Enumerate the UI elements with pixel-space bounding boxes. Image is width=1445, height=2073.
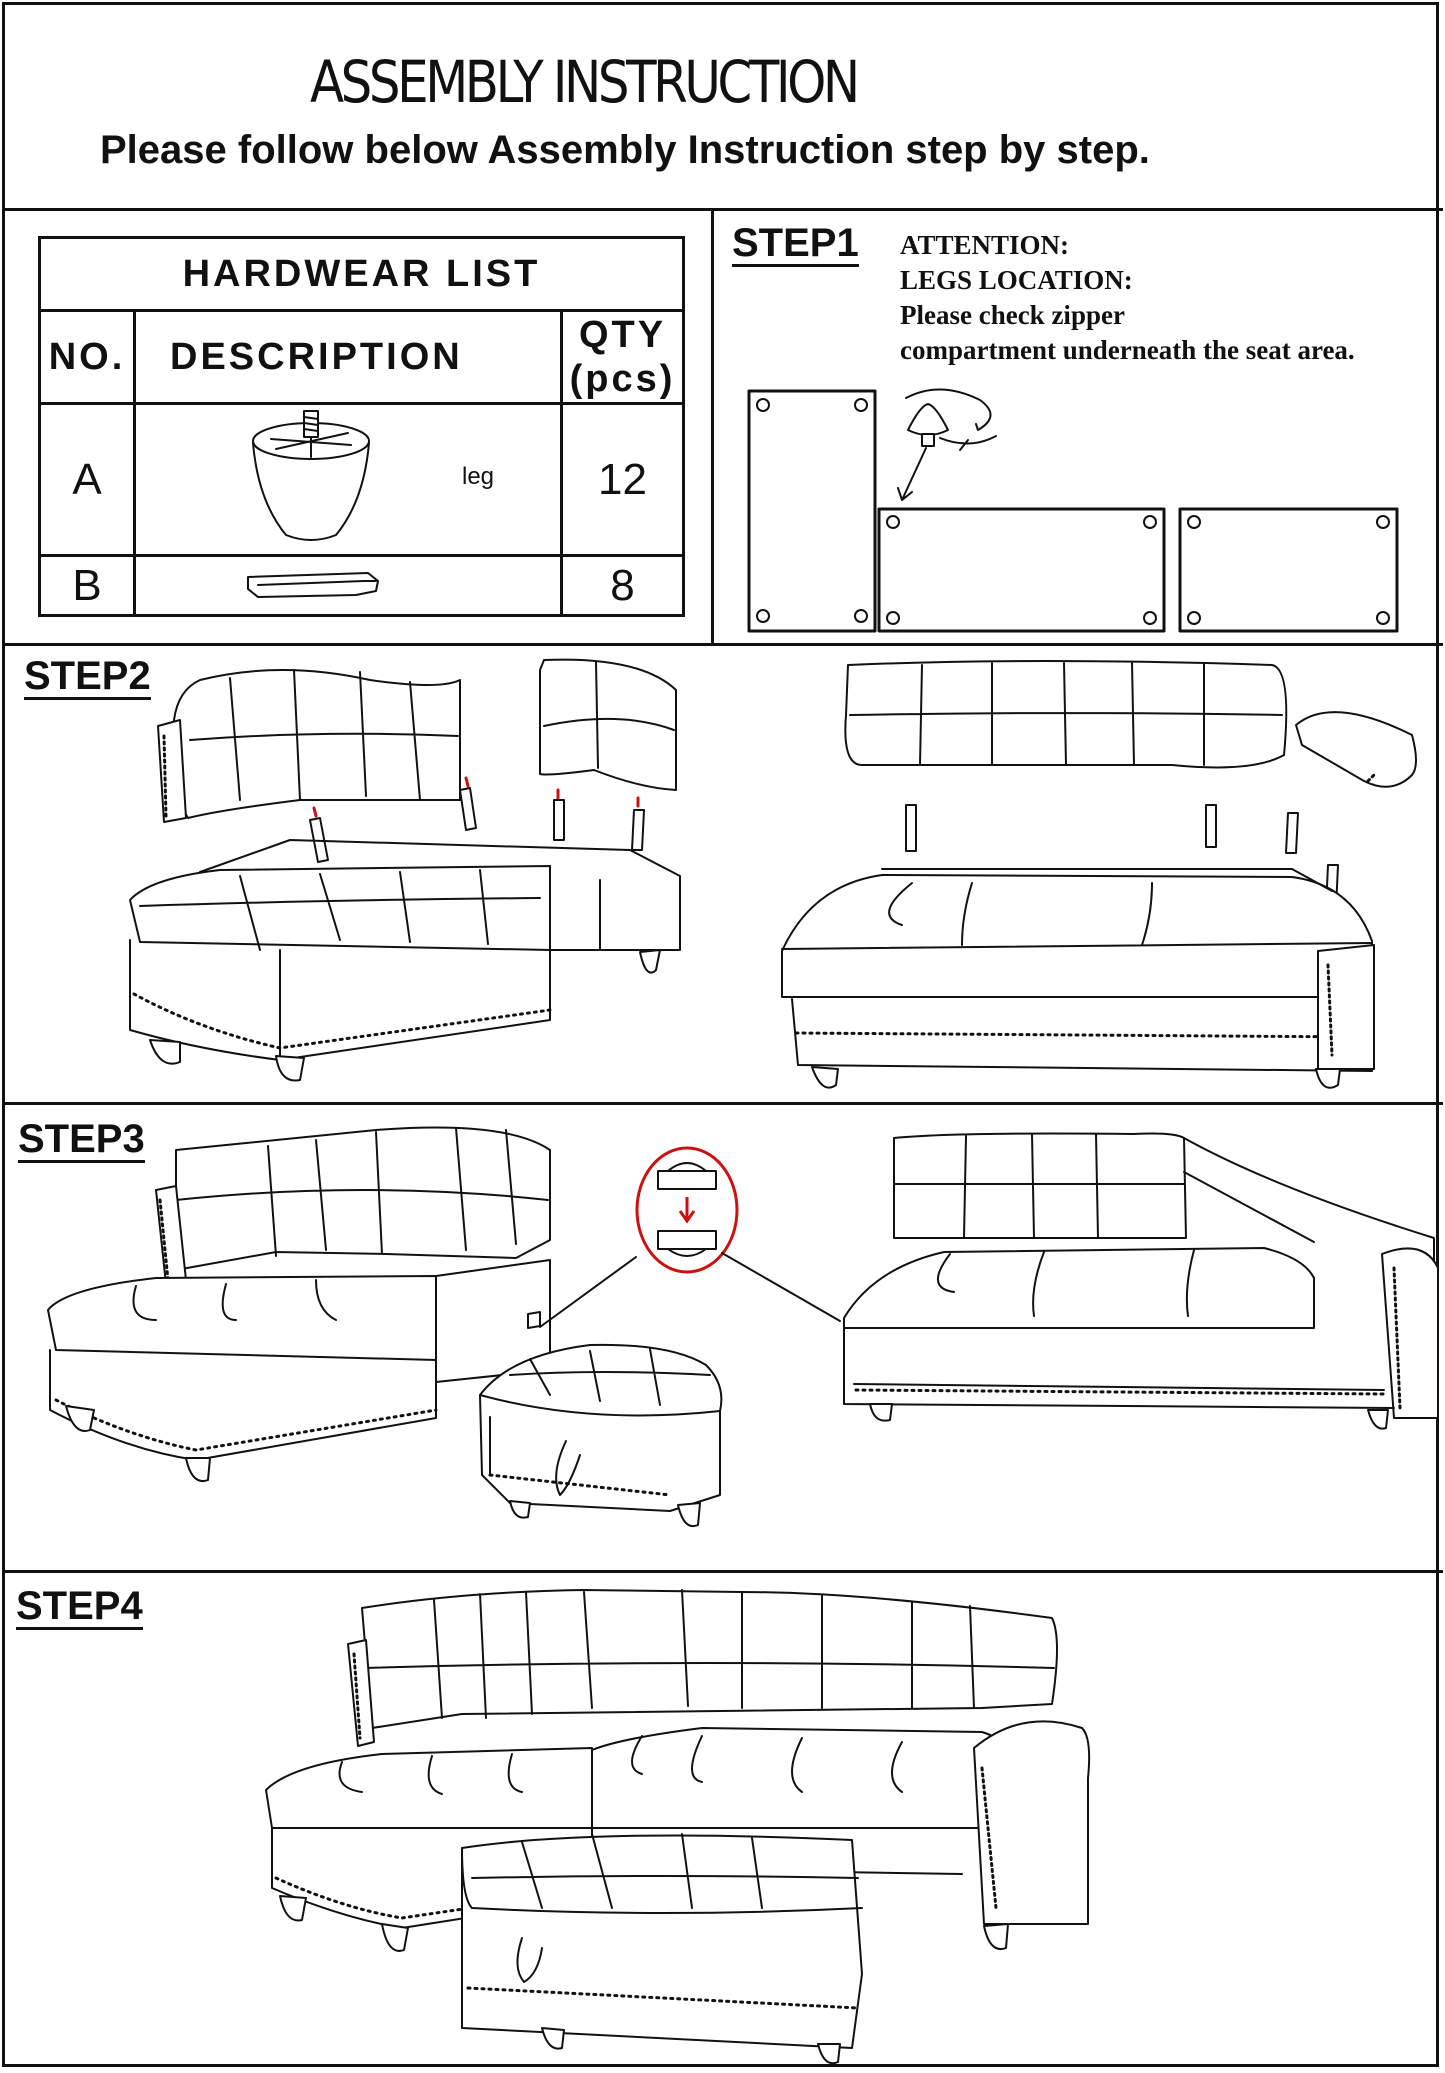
table-row: B 8	[38, 554, 685, 617]
col-header-qty: QTY (pcs)	[560, 309, 685, 405]
hardware-table: HARDWEAR LIST NO. DESCRIPTION QTY (pcs) …	[38, 236, 685, 617]
attention-line2: compartment underneath the seat area.	[900, 335, 1355, 365]
row-a-no: A	[38, 402, 136, 557]
chaise-corner-joined	[36, 1120, 566, 1480]
chaise-and-corner-assembly	[120, 650, 680, 1080]
divider-step4	[2, 1570, 1443, 1573]
attention-subtitle: LEGS LOCATION:	[900, 265, 1133, 295]
page-title: ASSEMBLY INSTRUCTION	[310, 48, 860, 116]
seat-panel-right	[1180, 509, 1397, 631]
row-b-qty: 8	[560, 554, 685, 617]
bracket-icon	[244, 565, 384, 605]
row-a-qty: 12	[560, 402, 685, 557]
assembled-sectional	[262, 1578, 1102, 2068]
page-subtitle: Please follow below Assembly Instruction…	[100, 128, 1150, 172]
corner-backrest	[540, 660, 676, 790]
row-a-description: leg	[133, 402, 563, 557]
sofa-seat	[782, 869, 1374, 1088]
divider-hardware-step1	[711, 208, 714, 644]
step2-label: STEP2	[24, 654, 151, 700]
row-b-description	[133, 554, 563, 617]
ottoman	[470, 1335, 730, 1535]
row-b-no: B	[38, 554, 136, 617]
step1-attention: ATTENTION: LEGS LOCATION: Please check z…	[900, 228, 1355, 368]
callout-lines	[540, 1225, 1440, 1425]
sofa-backrest	[845, 661, 1286, 767]
sofa-assembly	[772, 655, 1432, 1075]
divider-header	[2, 208, 1443, 211]
sofa-arm	[1296, 712, 1416, 787]
qty-header-line2: (pcs)	[569, 358, 676, 400]
chaise-seat	[130, 840, 680, 1081]
attention-title: ATTENTION:	[900, 230, 1070, 260]
col-header-no: NO.	[38, 309, 136, 405]
divider-step3	[2, 1102, 1443, 1105]
hardware-table-title: HARDWEAR LIST	[38, 236, 685, 312]
qty-header-line1: QTY	[578, 314, 667, 356]
brackets	[310, 778, 644, 862]
bracket-detail-callout	[632, 1145, 742, 1275]
sofa-with-arm	[834, 1128, 1434, 1438]
leg-label: leg	[462, 463, 495, 490]
step1-label: STEP1	[732, 221, 859, 267]
seat-panel-left	[749, 391, 875, 631]
divider-step2	[2, 643, 1443, 646]
attention-line1: Please check zipper	[900, 300, 1125, 330]
step1-diagram	[740, 380, 1420, 630]
leg-install-icon	[898, 389, 996, 500]
col-header-description: DESCRIPTION	[133, 309, 563, 405]
chaise-backrest	[158, 670, 460, 822]
seat-panel-middle	[879, 509, 1164, 631]
leg-icon	[236, 411, 386, 551]
table-row: A leg 12	[38, 402, 685, 557]
step3-label: STEP3	[18, 1117, 145, 1163]
step4-label: STEP4	[16, 1584, 143, 1630]
